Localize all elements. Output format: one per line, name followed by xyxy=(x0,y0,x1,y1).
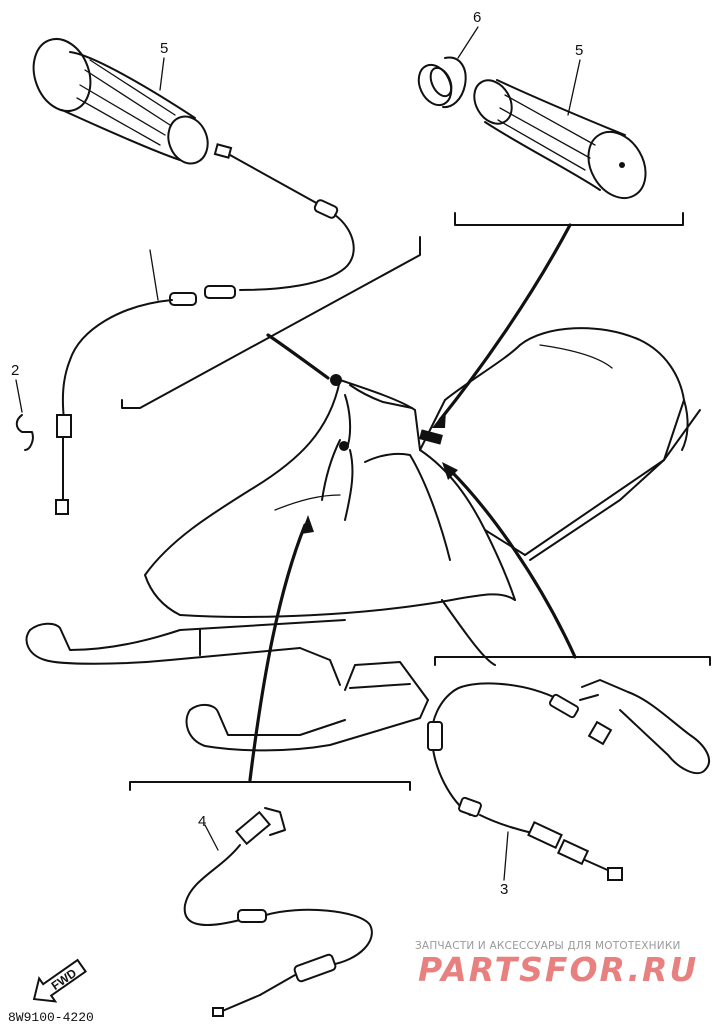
ski-left xyxy=(25,619,346,686)
callout-brake-cable: 3 xyxy=(500,881,508,898)
callout-clip: 2 xyxy=(11,362,19,379)
watermark-tagline: ЗАПЧАСТИ И АКСЕССУАРЫ ДЛЯ МОТОТЕХНИКИ xyxy=(415,940,681,952)
callout-collar: 6 xyxy=(473,9,481,26)
callout-choke-cable: 4 xyxy=(198,813,206,830)
leader-lines xyxy=(248,223,577,782)
grip-right xyxy=(473,79,647,199)
snowmobile-body xyxy=(144,327,701,666)
choke-cable xyxy=(183,807,373,1017)
fwd-arrow: FWD xyxy=(32,958,87,1003)
clip xyxy=(15,379,34,451)
collar xyxy=(417,56,467,109)
callout-grip-left: 5 xyxy=(160,40,168,57)
brake-assembly xyxy=(427,679,710,881)
throttle-cable xyxy=(55,143,355,515)
grip-left xyxy=(32,38,209,165)
group-brackets xyxy=(121,212,711,791)
callout-grip-right: 5 xyxy=(575,42,583,59)
diagram-code: 8W9100-4220 xyxy=(8,1010,94,1025)
callouts: 5 6 5 2 4 3 xyxy=(11,9,583,898)
watermark-brand: PARTSFOR.RU xyxy=(418,950,699,989)
ski-right xyxy=(185,661,429,752)
